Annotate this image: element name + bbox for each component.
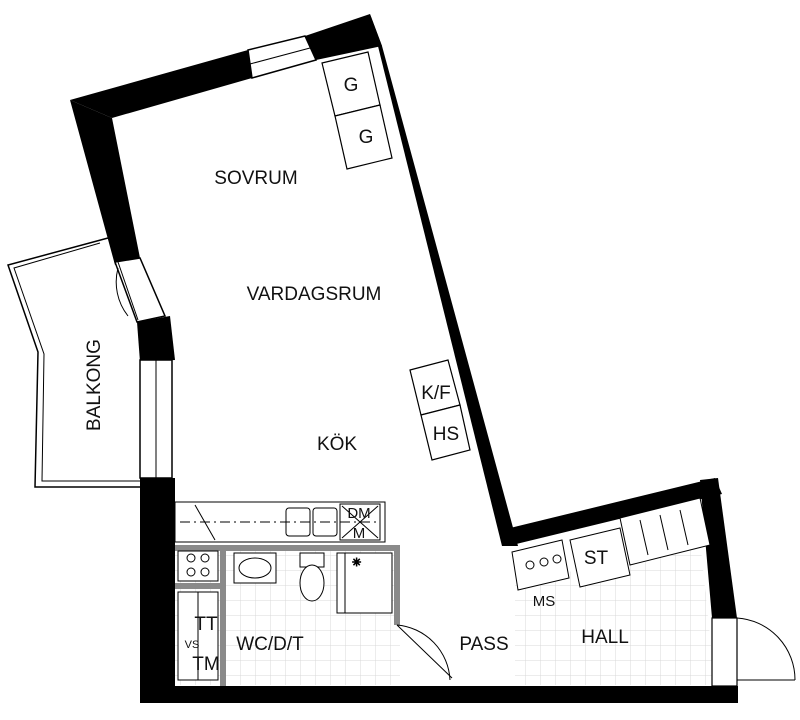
fixture-label-kf: K/F (421, 383, 451, 404)
storage-cabinet (569, 527, 631, 588)
fixture-label-m: M (353, 525, 366, 542)
shower: ✳ (336, 552, 393, 614)
room-label-wc: WC/D/T (236, 634, 304, 655)
entrance-door (711, 617, 796, 687)
shower-mark: ✳ (352, 557, 361, 569)
room-label-vardagsrum: VARDAGSRUM (247, 284, 382, 305)
balcony (7, 237, 140, 488)
exterior-walls (70, 14, 738, 703)
bathroom-door (396, 624, 453, 681)
fixture-label-g-lower: G (359, 127, 374, 148)
room-label-hall: HALL (581, 627, 629, 648)
fixture-label-g-upper: G (344, 75, 359, 96)
stove (511, 539, 570, 591)
fixture-label-tt: TT (194, 614, 218, 635)
toilet (299, 552, 325, 602)
fixture-label-ms: MS (533, 593, 556, 610)
fixture-label-dm: DM (347, 505, 370, 522)
fixture-label-hs: HS (433, 424, 459, 445)
sink (233, 552, 277, 584)
wardrobe-lower (334, 104, 393, 170)
washer-dryer (177, 550, 219, 681)
fixture-label-vs: VS (185, 639, 200, 651)
room-label-kok: KÖK (317, 434, 357, 455)
balcony-door (113, 257, 167, 323)
room-label-sovrum: SOVRUM (214, 168, 297, 189)
fixture-label-tm: TM (192, 654, 219, 675)
hall-wardrobe (619, 497, 711, 566)
window-left (139, 359, 173, 479)
bathroom-walls (175, 545, 400, 686)
window-top (247, 35, 318, 79)
tall-cabinet (420, 404, 471, 461)
room-label-balkong: BALKONG (84, 339, 105, 431)
kitchen-counter (174, 501, 386, 543)
room-label-pass: PASS (459, 634, 508, 655)
fixture-label-st: ST (584, 548, 609, 569)
